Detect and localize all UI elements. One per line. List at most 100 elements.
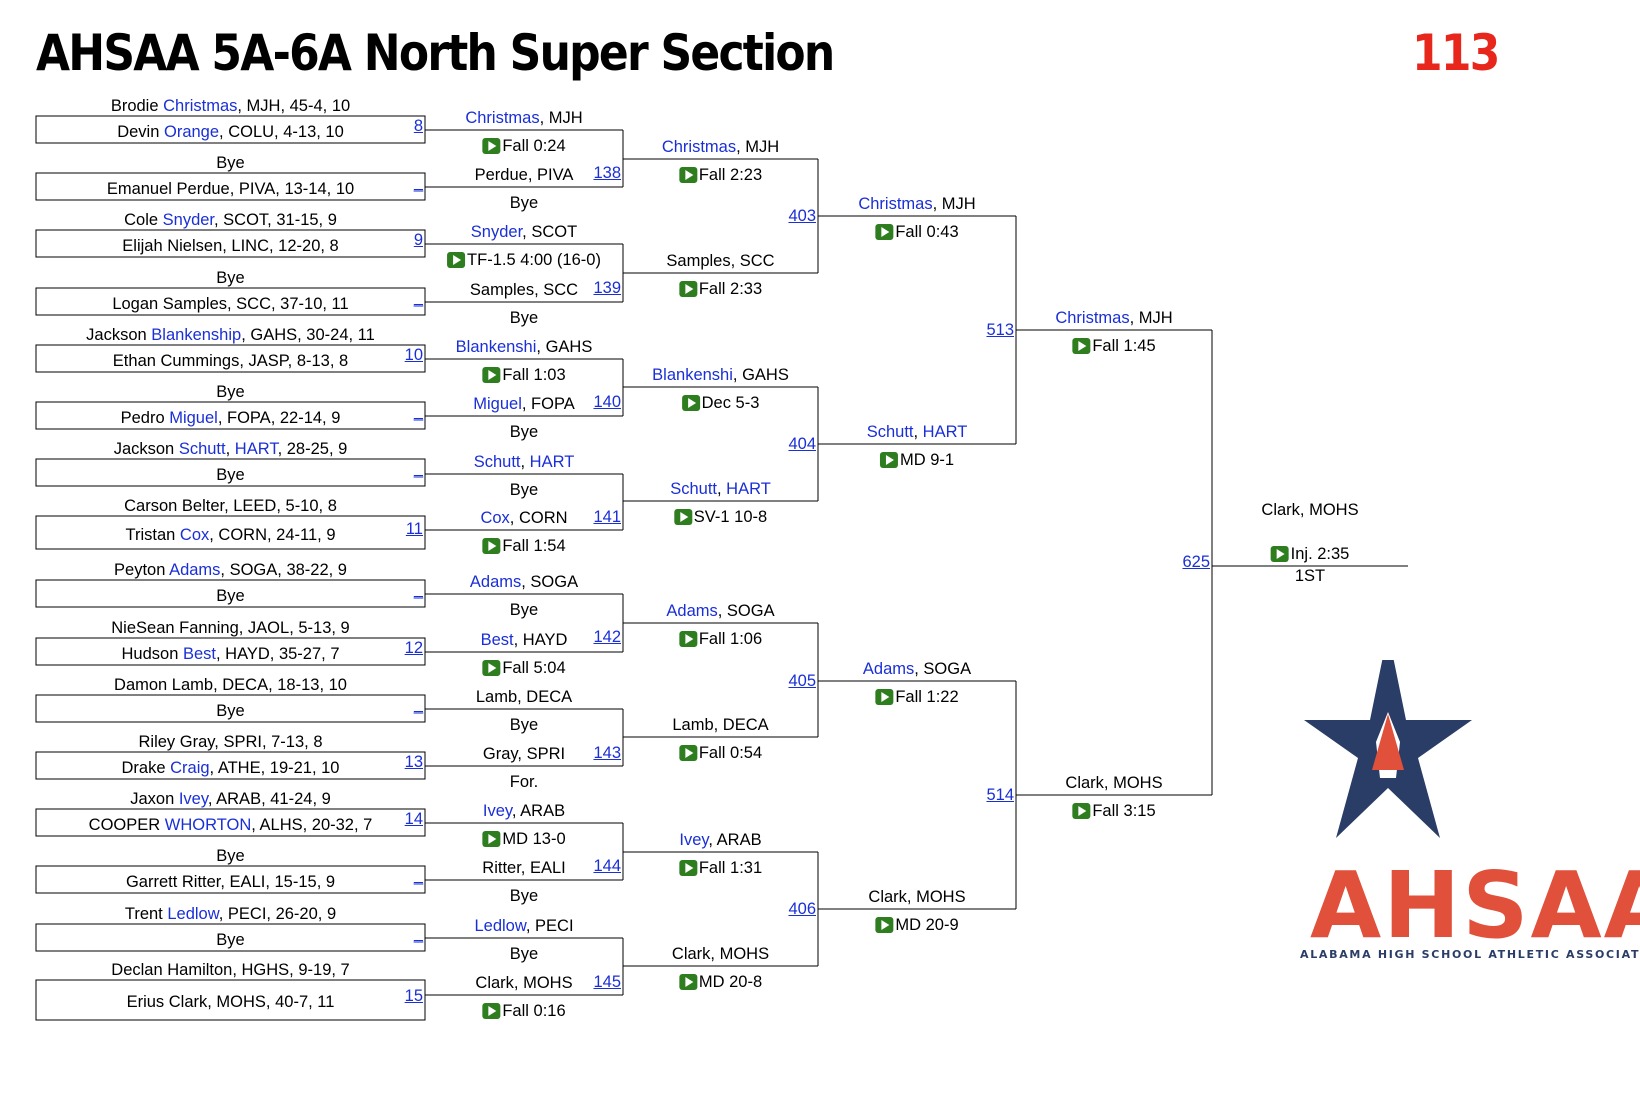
wrestler-link[interactable]: Blankenship [151,326,242,344]
match-result: Bye [510,600,538,620]
wrestler-link[interactable]: Blankenshi [455,338,537,356]
bout-number-link[interactable]: _ [413,402,423,421]
wrestler-link[interactable]: Ledlow [167,905,219,923]
bout-number-link[interactable]: 10 [404,345,423,364]
play-video-icon[interactable] [1072,803,1091,819]
wrestler-link[interactable]: Christmas [163,97,238,115]
wrestler-link[interactable]: HART [922,423,968,441]
wrestler-link[interactable]: Adams [862,660,915,678]
play-video-icon[interactable] [482,831,501,847]
bout-number-link[interactable]: 141 [593,508,621,526]
second-round-wrestler: Gray, SPRI [483,744,565,764]
wrestler-link[interactable]: Adams [666,602,718,620]
play-video-icon[interactable] [681,395,700,411]
bout-number-link[interactable]: 406 [788,900,816,918]
wrestler-link[interactable]: Adams [469,573,522,591]
bout-number-link[interactable]: 8 [413,116,423,135]
wrestler-link[interactable]: Snyder [162,211,215,229]
bout-number-link[interactable]: 142 [593,628,621,646]
bout-number-link[interactable]: 144 [593,856,621,875]
wrestler-link[interactable]: Christmas [465,109,540,127]
bout-number-link[interactable]: 140 [593,392,621,411]
bout-number-link[interactable]: 11 [405,519,423,538]
bout-number-link[interactable]: _ [413,459,423,478]
bout-number-link[interactable]: 143 [593,743,621,762]
wrestler-link[interactable]: Schutt [866,423,914,441]
first-round-top-wrestler: Brodie Christmas, MJH, 45-4, 10 [111,96,350,116]
wrestler-link[interactable]: Miguel [473,395,522,413]
wrestler-link[interactable]: Best [182,644,216,663]
wrestler-link[interactable]: Schutt [670,480,717,498]
play-video-icon[interactable] [482,367,501,383]
play-video-icon[interactable] [482,138,501,154]
wrestler-text: Clark, MOHS [1065,774,1163,792]
play-video-icon[interactable] [879,452,898,468]
bout-number-link[interactable]: _ [413,695,423,714]
play-video-icon[interactable] [482,660,501,676]
wrestler-link[interactable]: Cox [179,525,210,544]
wrestler-link[interactable]: Schutt [473,453,521,471]
wrestler-link[interactable]: Christmas [858,195,933,213]
bout-number-link[interactable]: _ [413,173,423,192]
bout-number-link[interactable]: 15 [404,987,423,1005]
play-video-icon[interactable] [1270,546,1289,562]
bout-number-link[interactable]: 513 [986,321,1014,339]
bout-number-link[interactable]: _ [413,580,423,599]
play-video-icon[interactable] [482,538,501,554]
wrestler-link[interactable]: Cox [480,509,510,527]
bout-number-link[interactable]: 138 [593,163,621,182]
bout-number-link[interactable]: 404 [788,435,816,453]
wrestler-text: , [716,480,727,498]
play-video-icon[interactable] [678,631,697,647]
bout-number-link[interactable]: _ [413,866,423,885]
wrestler-link[interactable]: Ivey [482,802,512,820]
logo-subtitle: ALABAMA HIGH SCHOOL ATHLETIC ASSOCIATION [1300,948,1640,961]
play-video-icon[interactable] [678,860,697,876]
play-video-icon[interactable] [875,224,894,240]
play-video-icon[interactable] [673,509,692,525]
wrestler-link[interactable]: Adams [169,561,221,579]
bout-number-link[interactable]: 13 [404,752,423,771]
play-video-icon[interactable] [447,252,466,268]
bout-number-link[interactable]: 12 [404,638,423,657]
wrestler-link[interactable]: HART [234,440,278,458]
match-result: SV-1 10-8 [673,507,767,527]
bout-number-link[interactable]: 145 [593,972,621,991]
match-result: Fall 5:04 [482,658,566,678]
play-video-icon[interactable] [678,281,697,297]
bout-number-link[interactable]: _ [413,924,423,943]
play-video-icon[interactable] [678,974,697,990]
wrestler-link[interactable]: Christmas [1055,309,1130,327]
bout-number-link[interactable]: 514 [986,786,1014,804]
bout-number-link[interactable]: 139 [593,279,621,297]
bout-number-link[interactable]: _ [413,288,423,307]
wrestler-link[interactable]: Miguel [169,408,218,427]
bout-number-link[interactable]: 625 [1182,553,1210,571]
bout-number-link[interactable]: 405 [788,672,816,690]
play-video-icon[interactable] [875,917,894,933]
play-video-icon[interactable] [875,689,894,705]
wrestler-text: , MJH [932,195,976,213]
play-video-icon[interactable] [1072,338,1091,354]
wrestler-link[interactable]: Snyder [470,223,523,241]
wrestler-link[interactable]: Craig [170,758,210,777]
wrestler-link[interactable]: Schutt [178,440,226,458]
wrestler-link[interactable]: Best [480,631,514,649]
wrestler-link[interactable]: Ledlow [474,917,526,935]
bout-number-link[interactable]: 9 [413,230,423,249]
wrestler-link[interactable]: Blankenshi [652,366,733,384]
wrestler-link[interactable]: WHORTON [164,815,252,834]
wrestler-text: , SOGA [914,660,972,678]
wrestler-link[interactable]: Ivey [178,790,208,808]
play-video-icon[interactable] [678,745,697,761]
bout-number-link[interactable]: 403 [788,207,816,225]
wrestler-link[interactable]: Orange [164,122,220,141]
play-video-icon[interactable] [482,1003,501,1019]
wrestler-link[interactable]: HART [726,480,771,498]
wrestler-link[interactable]: Christmas [661,138,737,156]
wrestler-link[interactable]: HART [529,453,575,471]
result-text: Bye [509,309,539,327]
play-video-icon[interactable] [678,167,697,183]
bout-number-link[interactable]: 14 [404,809,423,828]
wrestler-link[interactable]: Ivey [679,831,709,849]
